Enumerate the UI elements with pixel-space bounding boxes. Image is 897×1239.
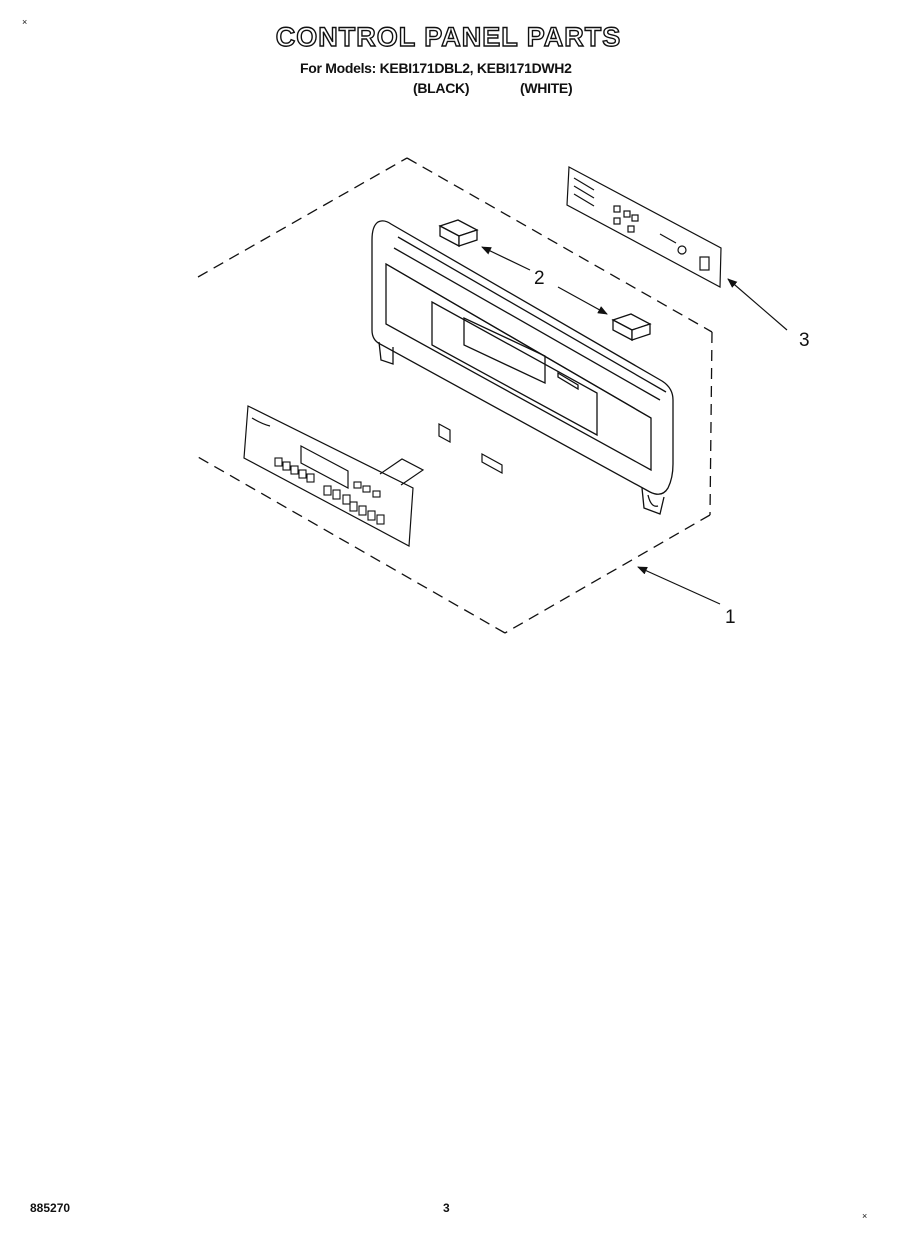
callout-3: 3 bbox=[799, 330, 810, 351]
callout-2: 2 bbox=[534, 268, 545, 289]
models-line: For Models: KEBI171DBL2, KEBI171DWH2 bbox=[300, 60, 572, 76]
circuit-board bbox=[566, 166, 722, 288]
document-number: 885270 bbox=[30, 1201, 71, 1215]
variant-white-label: (WHITE) bbox=[520, 80, 573, 96]
scan-speck: × bbox=[862, 1211, 868, 1221]
control-panel-housing bbox=[371, 220, 674, 515]
callout-leaders bbox=[481, 246, 788, 605]
assembly-boundary bbox=[197, 157, 713, 634]
scan-speck: × bbox=[22, 17, 28, 27]
spacer-block bbox=[438, 219, 479, 248]
mounting-clip bbox=[438, 422, 451, 444]
spacer-block bbox=[611, 313, 652, 342]
callout-1: 1 bbox=[725, 607, 736, 628]
variant-black-label: (BLACK) bbox=[413, 80, 470, 96]
membrane-keypad bbox=[243, 405, 425, 547]
page-number: 3 bbox=[443, 1201, 450, 1215]
mounting-clip bbox=[481, 452, 503, 475]
page-title: CONTROL PANEL PARTS bbox=[275, 21, 622, 52]
